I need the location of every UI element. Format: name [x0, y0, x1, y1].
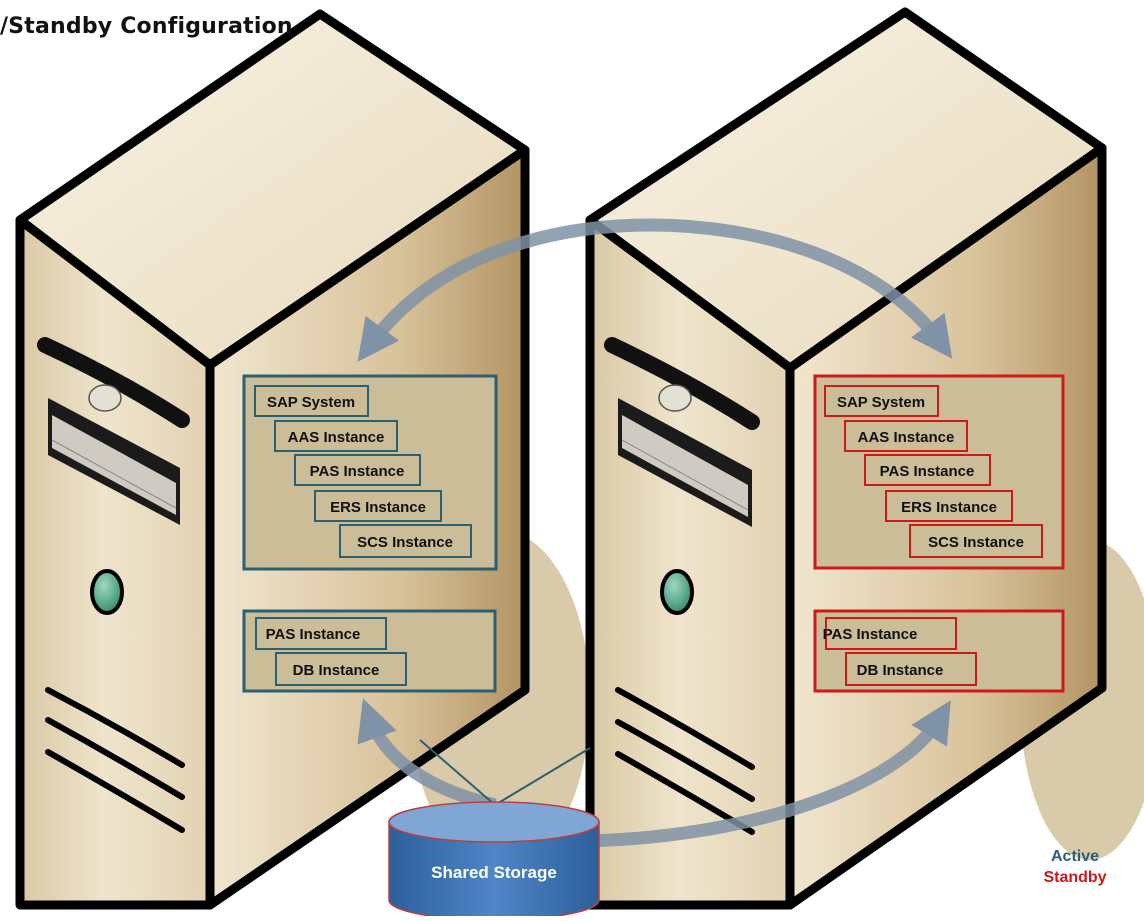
left-vent-line-2 — [45, 717, 185, 800]
left-app-group: SAP System AAS Instance PAS Instance ERS… — [242, 374, 498, 571]
left-scs-instance-label: SCS Instance — [357, 534, 453, 551]
left-db-instance-label: DB Instance — [293, 662, 380, 679]
left-drive-tray-face — [52, 415, 176, 515]
left-scs-instance-box — [339, 524, 472, 558]
left-power-button-icon — [90, 569, 124, 615]
page-title: /Standby Configuration — [0, 14, 293, 39]
right-db-pas-instance-label: PAS Instance — [823, 626, 918, 643]
right-aas-instance-label: AAS Instance — [858, 429, 955, 446]
left-vent-line-1 — [45, 687, 185, 768]
left-drive-line — [51, 439, 177, 509]
right-aas-instance-box — [844, 420, 968, 452]
right-drive-tray-face — [622, 415, 748, 517]
left-drive-button-icon — [88, 384, 122, 412]
left-pas-instance-label: PAS Instance — [310, 463, 405, 480]
right-sap-system-box — [824, 385, 939, 417]
legend-active: Active — [1050, 848, 1100, 865]
left-sap-system-box — [254, 385, 369, 417]
right-vent-line-1 — [615, 687, 755, 770]
right-pas-instance-label: PAS Instance — [880, 463, 975, 480]
storage-link-right — [494, 747, 591, 806]
right-ers-instance-box — [885, 490, 1013, 522]
right-app-group: SAP System AAS Instance PAS Instance ERS… — [813, 374, 1065, 570]
left-db-group: PAS Instance DB Instance — [242, 609, 497, 693]
left-db-pas-instance-label: PAS Instance — [266, 626, 361, 643]
shared-storage: Shared Storage — [388, 801, 600, 921]
right-scs-instance-label: SCS Instance — [928, 534, 1024, 551]
storage-link-left — [419, 739, 496, 806]
right-db-group: PAS Instance DB Instance — [813, 609, 1065, 693]
left-aas-instance-box — [274, 420, 398, 452]
right-db-pas-instance-box — [825, 617, 957, 650]
right-sap-system-label: SAP System — [837, 394, 925, 411]
right-drive-button-icon — [658, 384, 692, 412]
failover-arrow-top — [357, 218, 953, 362]
left-vent-line-3 — [45, 749, 185, 833]
left-pas-instance-box — [294, 454, 421, 486]
left-db-pas-instance-box — [255, 617, 387, 650]
right-pas-instance-box — [864, 454, 991, 486]
right-power-button-icon — [660, 569, 694, 615]
shared-storage-top — [388, 801, 600, 843]
storage-arrow-left — [357, 698, 497, 812]
right-ers-instance-label: ERS Instance — [901, 499, 997, 516]
left-ers-instance-box — [314, 490, 442, 522]
left-drive-slot — [37, 337, 190, 428]
left-aas-instance-label: AAS Instance — [288, 429, 385, 446]
legend-standby: Standby — [1043, 869, 1107, 886]
right-vent-line-2 — [615, 719, 755, 802]
right-drive-line — [621, 439, 749, 511]
legend: Active Standby — [1020, 846, 1130, 888]
left-sap-system-label: SAP System — [267, 394, 355, 411]
right-scs-instance-box — [909, 524, 1043, 558]
right-db-instance-label: DB Instance — [857, 662, 944, 679]
left-ers-instance-label: ERS Instance — [330, 499, 426, 516]
right-db-instance-box — [845, 652, 977, 686]
left-db-instance-box — [275, 652, 407, 686]
shared-storage-label: Shared Storage — [431, 863, 557, 882]
